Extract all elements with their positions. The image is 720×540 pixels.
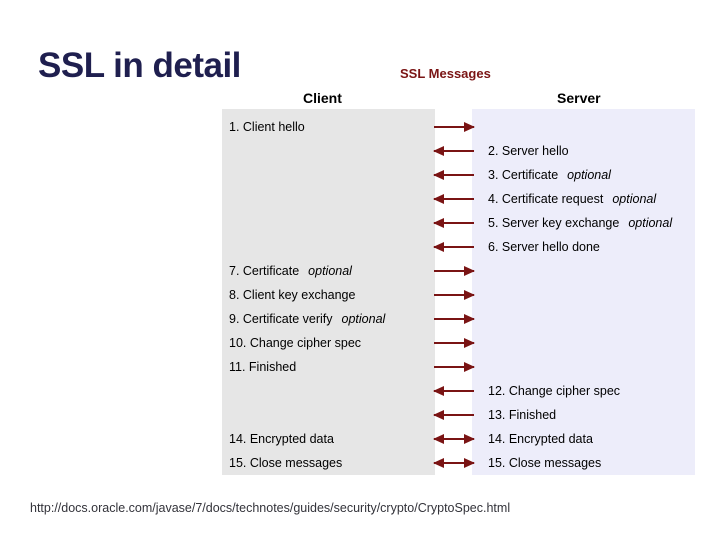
message-label-server: 12. Change cipher spec xyxy=(488,379,620,403)
message-label-client: 9. Certificate verify optional xyxy=(229,307,385,331)
message-label-server: 14. Encrypted data xyxy=(488,427,593,451)
message-row: 1. Client hello xyxy=(0,115,720,139)
message-text: 7. Certificate xyxy=(229,264,300,278)
message-text: 14. Encrypted data xyxy=(488,432,593,446)
optional-tag: optional xyxy=(628,216,673,230)
arrow-to-right xyxy=(434,122,475,132)
page-title: SSL in detail xyxy=(38,46,241,85)
message-row: 2. Server hello xyxy=(0,139,720,163)
message-row: 10. Change cipher spec xyxy=(0,331,720,355)
message-text: 15. Close messages xyxy=(229,456,343,470)
message-label-server: 6. Server hello done xyxy=(488,235,600,259)
message-text: 14. Encrypted data xyxy=(229,432,334,446)
client-panel xyxy=(222,109,435,475)
optional-tag: optional xyxy=(308,264,352,278)
message-row: 14. Encrypted data 14. Encrypted data xyxy=(0,427,720,451)
message-text: 12. Change cipher spec xyxy=(488,384,621,398)
server-panel xyxy=(472,109,695,475)
arrow-to-right xyxy=(434,314,475,324)
message-label-server: 5. Server key exchange optional xyxy=(488,211,672,235)
arrow-to-left xyxy=(433,242,474,252)
message-row: 13. Finished xyxy=(0,403,720,427)
arrow-both xyxy=(433,434,475,444)
message-text: 11. Finished xyxy=(229,360,297,374)
arrow-to-left xyxy=(433,218,474,228)
message-label-client: 10. Change cipher spec xyxy=(229,331,361,355)
message-row: 7. Certificate optional xyxy=(0,259,720,283)
optional-tag: optional xyxy=(612,192,657,206)
optional-tag: optional xyxy=(567,168,611,182)
message-label-client: 1. Client hello xyxy=(229,115,305,139)
message-text: 10. Change cipher spec xyxy=(229,336,362,350)
arrow-both xyxy=(433,458,475,468)
arrow-to-left xyxy=(433,146,474,156)
message-row: 3. Certificate optional xyxy=(0,163,720,187)
arrow-to-left xyxy=(433,170,474,180)
arrow-to-right xyxy=(434,290,475,300)
message-row: 12. Change cipher spec xyxy=(0,379,720,403)
message-text: 6. Server hello done xyxy=(488,240,600,254)
message-label-server: 15. Close messages xyxy=(488,451,601,475)
message-label-client: 14. Encrypted data xyxy=(229,427,334,451)
message-label-server: 3. Certificate optional xyxy=(488,163,611,187)
message-label-client: 8. Client key exchange xyxy=(229,283,355,307)
arrow-to-right xyxy=(434,338,475,348)
message-label-client: 7. Certificate optional xyxy=(229,259,352,283)
message-label-server: 13. Finished xyxy=(488,403,556,427)
message-rows: 1. Client hello 2. Server hello 3. Certifi… xyxy=(0,109,720,475)
message-text: 3. Certificate xyxy=(488,168,559,182)
column-heading-client: Client xyxy=(303,90,342,106)
message-text: 2. Server hello xyxy=(488,144,569,158)
column-heading-server: Server xyxy=(557,90,601,106)
message-row: 6. Server hello done xyxy=(0,235,720,259)
diagram-heading: SSL Messages xyxy=(400,66,491,81)
message-row: 15. Close messages 15. Close messages xyxy=(0,451,720,475)
message-row: 5. Server key exchange optional xyxy=(0,211,720,235)
message-row: 8. Client key exchange xyxy=(0,283,720,307)
arrow-to-left xyxy=(433,410,474,420)
message-text: 8. Client key exchange xyxy=(229,288,356,302)
message-text: 9. Certificate verify xyxy=(229,312,333,326)
message-text: 1. Client hello xyxy=(229,120,305,134)
source-url-text: http://docs.oracle.com/javase/7/docs/tec… xyxy=(30,501,511,515)
message-text: 4. Certificate request xyxy=(488,192,604,206)
message-label-client: 11. Finished xyxy=(229,355,296,379)
message-text: 15. Close messages xyxy=(488,456,602,470)
arrow-to-right xyxy=(434,266,475,276)
arrow-to-left xyxy=(433,386,474,396)
message-label-server: 4. Certificate request optional xyxy=(488,187,656,211)
arrow-to-left xyxy=(433,194,474,204)
arrow-to-right xyxy=(434,362,475,372)
message-label-server: 2. Server hello xyxy=(488,139,569,163)
message-row: 11. Finished xyxy=(0,355,720,379)
message-row: 9. Certificate verify optional xyxy=(0,307,720,331)
message-label-client: 15. Close messages xyxy=(229,451,342,475)
message-text: 13. Finished xyxy=(488,408,557,422)
message-row: 4. Certificate request optional xyxy=(0,187,720,211)
message-text: 5. Server key exchange xyxy=(488,216,620,230)
optional-tag: optional xyxy=(341,312,386,326)
